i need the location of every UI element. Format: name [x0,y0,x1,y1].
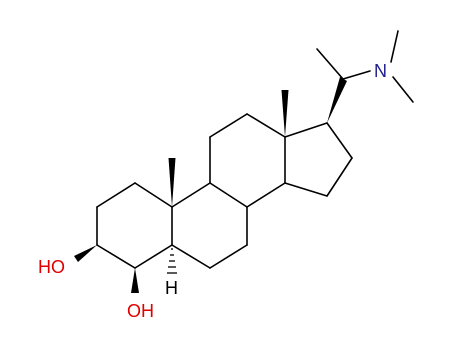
bond [209,182,248,208]
hydroxyl-4-wedge [131,268,139,293]
ring-c [209,113,286,208]
bond [134,244,173,269]
nitrogen-label: N [374,61,387,81]
bond [390,30,399,63]
hydroxyl-3-wedge [74,245,97,262]
ring-b [171,182,248,269]
bond [326,122,353,159]
ring-d [284,122,353,197]
ring-a [96,182,173,269]
methyl-18-wedge [281,90,289,137]
bond [171,244,211,269]
bond [316,48,344,80]
bond [96,244,136,269]
bond [326,157,353,197]
hydrogen-5-label: H [165,278,178,298]
bond [209,113,248,138]
hydrogen-5-hash [167,248,177,274]
methyl-19-wedge [168,158,176,207]
bond [209,244,248,269]
bond [284,182,328,197]
bond [246,113,286,138]
side-chain-wedge [327,77,347,123]
bond [134,182,173,208]
bond [284,122,328,138]
bond [171,182,211,208]
bond [96,182,136,208]
bond [246,182,286,208]
hydroxyl-4-label: OH [127,301,154,321]
bond [342,70,371,80]
bond [392,76,414,103]
hydroxyl-3-label: HO [38,257,65,277]
